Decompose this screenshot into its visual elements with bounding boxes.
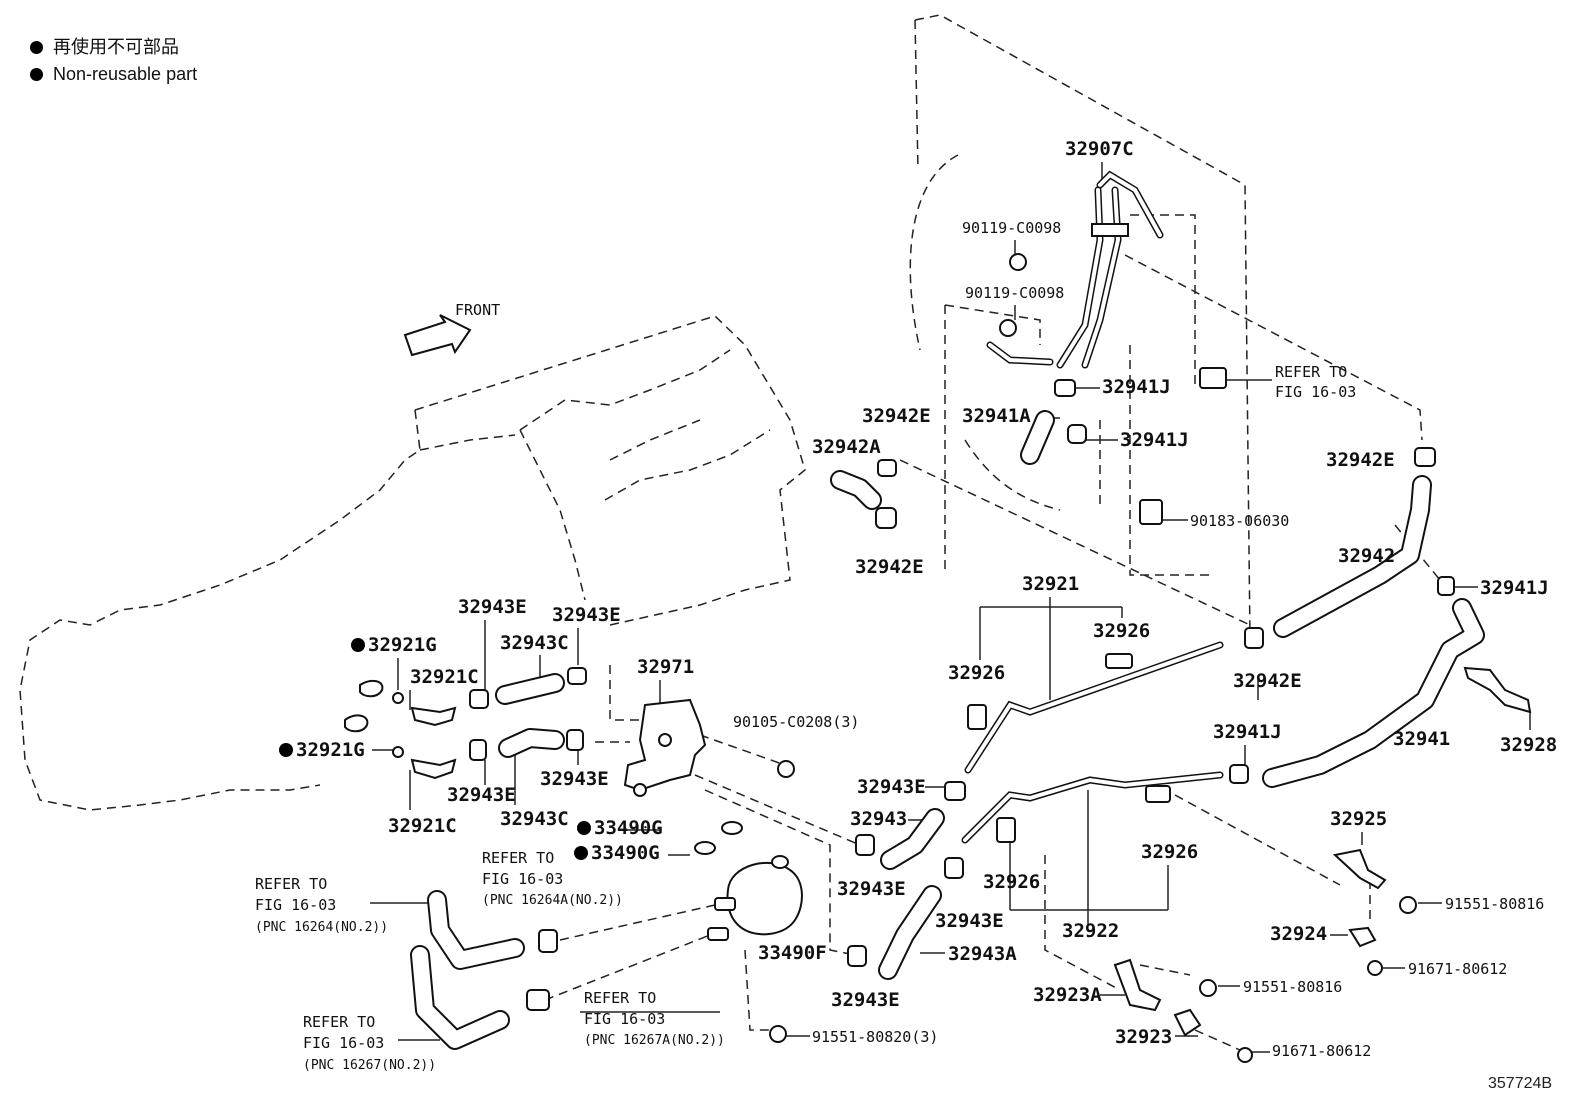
callout-c-32921: 32921	[1022, 573, 1079, 595]
pipe-32907c	[986, 170, 1164, 369]
unions-32921c	[344, 679, 457, 780]
callout-labels: 32907C 90119-C0098 90119-C0098 32941J 32941A…	[255, 138, 1557, 1073]
callout-c-32943e-6: 32943E	[837, 878, 906, 900]
callout-c-32924: 32924	[1270, 923, 1327, 945]
callout-c-refer3a: REFER TO	[255, 875, 327, 893]
callout-c-90119a: 90119-C0098	[962, 219, 1061, 237]
callout-c-32926-3: 32926	[1141, 841, 1198, 863]
callout-c-32942e-m: 32942E	[1233, 670, 1302, 692]
callout-c-32942e-top: 32942E	[862, 405, 931, 427]
non-reusable-dot-icon	[279, 743, 293, 757]
radiator-outline	[909, 14, 1251, 641]
callout-c-32942e-b: 32942E	[855, 556, 924, 578]
callout-c-refer4b: FIG 16-03	[584, 1010, 665, 1028]
pipe-32921	[964, 641, 1224, 774]
callout-c-90119b: 90119-C0098	[965, 284, 1064, 302]
callout-c-32926-4: 32926	[983, 871, 1040, 893]
callout-c-refer3c: (PNC 16264(NO.2))	[255, 920, 388, 935]
callout-c-91671-80612-b: 91671-80612	[1272, 1042, 1371, 1060]
oil-cooler-33490f	[694, 821, 803, 941]
callout-c-32921c-2: 32921C	[388, 815, 457, 837]
legend: 再使用不可部品 Non-reusable part	[30, 34, 197, 88]
callout-c-32926-1: 32926	[1093, 620, 1150, 642]
callout-c-32943e-5: 32943E	[447, 784, 516, 806]
callout-c-32943e-1: 32943E	[458, 596, 527, 618]
non-reusable-dot-icon	[30, 68, 43, 81]
callout-c-refer4a: REFER TO	[584, 989, 656, 1007]
callout-c-refer4c: (PNC 16267A(NO.2))	[584, 1033, 725, 1048]
non-reusable-markers	[279, 638, 591, 860]
callout-c-91671-80612-r: 91671-80612	[1408, 960, 1507, 978]
callout-c-32941: 32941	[1393, 728, 1450, 750]
bracket-32971	[623, 698, 707, 797]
non-reusable-dot-icon	[574, 846, 588, 860]
legend-row-jp: 再使用不可部品	[30, 34, 197, 61]
hoses	[410, 410, 1485, 1050]
legend-row-en: Non-reusable part	[30, 61, 197, 88]
callout-c-32941j-3: 32941J	[1480, 577, 1549, 599]
front-arrow-icon: FRONT	[403, 301, 500, 357]
legend-text-en: Non-reusable part	[53, 64, 198, 84]
reference-dashes	[544, 214, 1441, 1051]
callout-c-refer5c: (PNC 16267(NO.2))	[303, 1058, 436, 1073]
callout-c-32922: 32922	[1062, 920, 1119, 942]
callout-c-refer5b: FIG 16-03	[303, 1034, 384, 1052]
callout-c-refer5a: REFER TO	[303, 1013, 375, 1031]
callout-c-32941a: 32941A	[962, 405, 1031, 427]
callout-c-32925: 32925	[1330, 808, 1387, 830]
callout-c-32921g-1: 32921G	[368, 634, 437, 656]
bolts	[769, 253, 1417, 1063]
callout-c-32943e-4: 32943E	[857, 776, 926, 798]
callout-c-32942e-r: 32942E	[1326, 449, 1395, 471]
callout-c-32923a: 32923A	[1033, 984, 1102, 1006]
callout-c-refer2b: FIG 16-03	[482, 870, 563, 888]
pipe-32922	[961, 771, 1224, 844]
callout-c-91551-80820: 91551-80820(3)	[812, 1028, 938, 1046]
callout-c-32941j-1: 32941J	[1102, 376, 1171, 398]
callout-c-32921c-1: 32921C	[410, 666, 479, 688]
callout-c-32943a: 32943A	[948, 943, 1017, 965]
callout-c-refer3b: FIG 16-03	[255, 896, 336, 914]
callout-c-33490g-2: 33490G	[591, 842, 660, 864]
non-reusable-dot-icon	[30, 41, 43, 54]
callout-c-32923: 32923	[1115, 1026, 1172, 1048]
non-reusable-dot-icon	[577, 821, 591, 835]
callout-c-refer2c: (PNC 16264A(NO.2))	[482, 893, 623, 908]
callout-c-32943e-8: 32943E	[831, 989, 900, 1011]
brackets	[1113, 666, 1532, 1037]
callout-c-32943e-7: 32943E	[935, 910, 1004, 932]
callout-c-32921g-2: 32921G	[296, 739, 365, 761]
callout-c-32928: 32928	[1500, 734, 1557, 756]
transmission-outline	[19, 315, 806, 811]
callout-c-32971: 32971	[637, 656, 694, 678]
callout-c-32941j-2: 32941J	[1120, 429, 1189, 451]
callout-c-91551-80816-r: 91551-80816	[1445, 895, 1544, 913]
legend-text-jp: 再使用不可部品	[53, 37, 179, 57]
callout-c-32926-2: 32926	[948, 662, 1005, 684]
callout-c-32943e-2: 32943E	[552, 604, 621, 626]
callout-c-90105: 90105-C0208(3)	[733, 713, 859, 731]
callout-c-90183: 90183-06030	[1190, 512, 1289, 530]
callout-c-32941j-4: 32941J	[1213, 721, 1282, 743]
callout-c-refer1a: REFER TO	[1275, 363, 1347, 381]
callout-c-32907c: 32907C	[1065, 138, 1134, 160]
clamps	[469, 367, 1455, 1011]
callout-c-refer1b: FIG 16-03	[1275, 383, 1356, 401]
callout-c-33490f: 33490F	[758, 942, 827, 964]
callout-c-32942a: 32942A	[812, 436, 881, 458]
callout-c-32943e-3: 32943E	[540, 768, 609, 790]
non-reusable-dot-icon	[351, 638, 365, 652]
front-label: FRONT	[455, 301, 500, 319]
callout-c-32942: 32942	[1338, 545, 1395, 567]
callout-c-refer2a: REFER TO	[482, 849, 554, 867]
callout-c-91551-80816-m: 91551-80816	[1243, 978, 1342, 996]
figure-id: 357724B	[1488, 1075, 1553, 1092]
callout-c-32943: 32943	[850, 808, 907, 830]
callout-c-33490g-1: 33490G	[594, 817, 663, 839]
callout-c-32943c-1: 32943C	[500, 632, 569, 654]
callout-c-32943c-2: 32943C	[500, 808, 569, 830]
